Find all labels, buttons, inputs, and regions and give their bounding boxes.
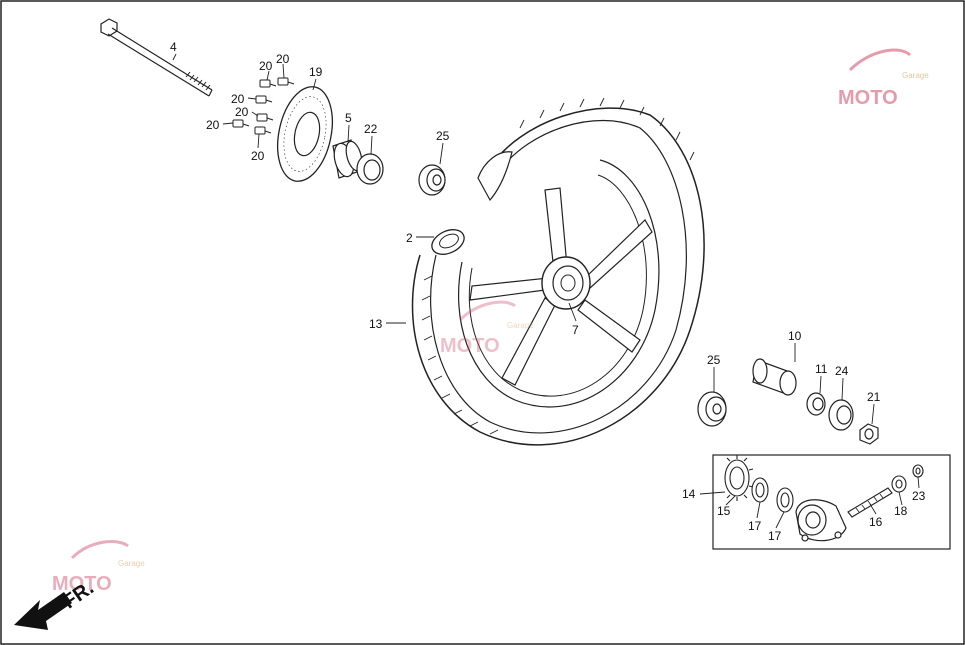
speedometer-drive-gear[interactable] [724,455,754,501]
watermark-logo: MOTO Garage [838,48,929,109]
callout-14: 14 [682,487,696,501]
bearing-small[interactable] [828,399,854,431]
callout-20: 20 [235,105,249,119]
callout-20: 20 [276,52,290,66]
callout-25: 25 [436,129,450,143]
callout-5: 5 [345,111,352,125]
watermark-subtext: Garage [902,71,929,80]
callout-20: 20 [259,59,273,73]
callout-20: 20 [231,92,245,106]
callout-17: 17 [768,529,782,543]
callout-2: 2 [406,231,413,245]
callout-18: 18 [894,504,908,518]
oil-seal-left[interactable] [356,153,384,185]
callout-10: 10 [788,329,802,343]
distance-collar[interactable] [752,358,797,396]
bearing-right[interactable] [697,391,727,427]
callout-23: 23 [912,489,926,503]
callout-19: 19 [309,65,323,79]
watermark-logo-bottom: MOTO Garage [52,540,145,595]
callout-22: 22 [364,122,378,136]
pinion-bushing[interactable] [891,475,907,493]
watermark-text: MOTO [440,335,500,357]
watermark-text: MOTO [838,87,898,109]
pinion-seal[interactable] [912,464,924,478]
front-wheel[interactable] [411,97,705,446]
speedometer-gear-retainer[interactable] [806,392,826,416]
brake-disc[interactable] [270,82,341,187]
bearing-left[interactable] [418,164,446,196]
callout-7: 7 [572,323,579,337]
watermark-subtext: Garage [118,559,145,568]
axle-nut[interactable] [859,423,879,445]
callout-20: 20 [251,149,265,163]
callout-16: 16 [869,515,883,529]
callout-4: 4 [170,40,177,54]
disc-bolts[interactable] [232,77,295,135]
axle-bolt[interactable] [100,18,213,97]
callout-20: 20 [206,118,220,132]
speedometer-gearbox-group [712,454,951,550]
speedometer-gearbox[interactable] [795,499,847,542]
callout-25: 25 [707,353,721,367]
callout-13: 13 [369,317,383,331]
callout-15: 15 [717,504,731,518]
speedometer-pinion[interactable] [847,487,893,518]
washers[interactable] [751,477,794,513]
watermark-subtext: Garage [507,321,534,330]
leader-lines [172,53,920,529]
callout-24: 24 [835,364,849,378]
callout-17: 17 [748,519,762,533]
callout-11: 11 [815,362,828,376]
watermark-text: MOTO [52,573,112,595]
callout-21: 21 [867,390,881,404]
watermark-logo-center: MOTO Garage [440,300,534,357]
